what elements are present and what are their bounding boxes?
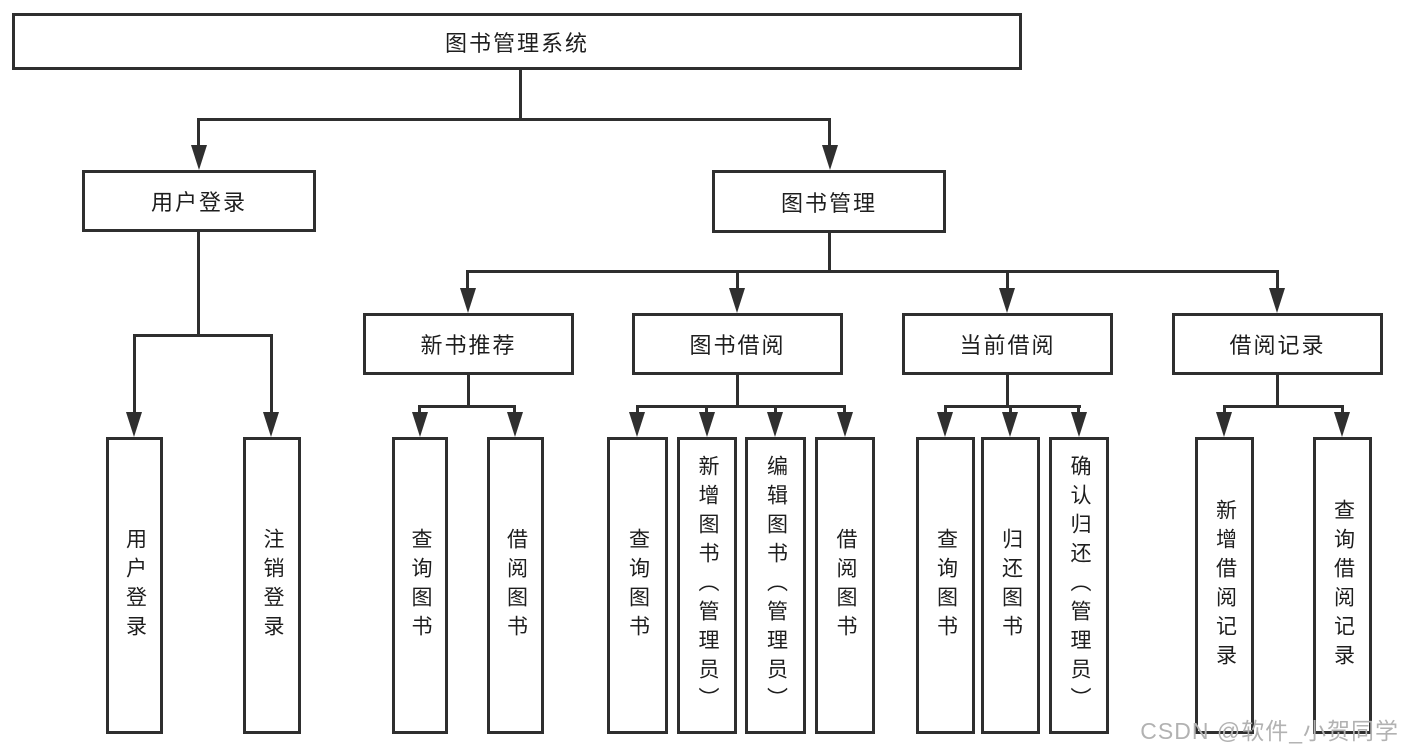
arrowhead-down-icon: [1269, 288, 1285, 313]
connector-line: [828, 233, 831, 273]
watermark: CSDN @软件_小贺同学: [1140, 718, 1399, 744]
connector-line: [1077, 405, 1080, 417]
node-book-borrow: 图书借阅: [632, 313, 843, 375]
connector-line: [133, 334, 273, 337]
leaf-query-borrow-record-label: 查询借阅记录: [1331, 498, 1355, 673]
node-new-book-recommend-label: 新书推荐: [420, 333, 517, 358]
leaf-query-books-borrow: 查询图书: [607, 437, 668, 734]
arrowhead-down-icon: [1216, 412, 1232, 437]
arrowhead-down-icon: [460, 288, 476, 313]
connector-line: [705, 405, 708, 417]
leaf-edit-book-admin: 编辑图书（管理员）: [745, 437, 806, 734]
leaf-add-borrow-record: 新增借阅记录: [1195, 437, 1254, 734]
connector-line: [197, 118, 200, 148]
arrowhead-down-icon: [767, 412, 783, 437]
connector-line: [774, 405, 777, 417]
arrowhead-down-icon: [412, 412, 428, 437]
connector-line: [944, 405, 947, 417]
leaf-query-books-current-label: 查询图书: [934, 527, 958, 644]
connector-line: [736, 270, 739, 292]
leaf-logout: 注销登录: [243, 437, 301, 734]
leaf-user-login-label: 用户登录: [123, 527, 147, 644]
leaf-borrow-books-label: 借阅图书: [834, 527, 857, 644]
arrowhead-down-icon: [126, 412, 142, 437]
leaf-query-borrow-record: 查询借阅记录: [1313, 437, 1372, 734]
connector-line: [1006, 375, 1009, 408]
leaf-query-books-recommend: 查询图书: [392, 437, 448, 734]
arrowhead-down-icon: [191, 145, 207, 170]
arrowhead-down-icon: [1334, 412, 1350, 437]
leaf-user-login: 用户登录: [106, 437, 163, 734]
connector-line: [1276, 270, 1279, 292]
connector-line: [944, 405, 1081, 408]
leaf-add-book-admin: 新增图书（管理员）: [677, 437, 737, 734]
leaf-confirm-return-admin: 确认归还（管理员）: [1049, 437, 1109, 734]
node-book-management: 图书管理: [712, 170, 946, 233]
connector-line: [197, 232, 200, 336]
connector-line: [636, 405, 639, 417]
leaf-logout-label: 注销登录: [261, 527, 284, 644]
leaf-return-book: 归还图书: [981, 437, 1040, 734]
connector-line: [1006, 270, 1009, 292]
leaf-query-books-recommend-label: 查询图书: [409, 527, 432, 644]
connector-line: [636, 405, 846, 408]
connector-line: [736, 375, 739, 408]
connector-line: [418, 405, 516, 408]
leaf-borrow-books: 借阅图书: [815, 437, 875, 734]
node-user-login: 用户登录: [82, 170, 316, 232]
connector-line: [1223, 405, 1344, 408]
leaf-borrow-books-recommend-label: 借阅图书: [504, 527, 528, 644]
connector-line: [270, 334, 273, 416]
arrowhead-down-icon: [1002, 412, 1018, 437]
leaf-query-books-borrow-label: 查询图书: [626, 527, 650, 644]
arrowhead-down-icon: [629, 412, 645, 437]
leaf-add-borrow-record-label: 新增借阅记录: [1213, 498, 1237, 673]
connector-line: [519, 70, 522, 120]
connector-line: [133, 334, 136, 416]
node-root-label: 图书管理系统: [444, 30, 589, 56]
leaf-return-book-label: 归还图书: [999, 527, 1023, 644]
arrowhead-down-icon: [999, 288, 1015, 313]
arrowhead-down-icon: [263, 412, 279, 437]
connector-line: [418, 405, 421, 417]
connector-line: [828, 118, 831, 148]
node-borrow-record: 借阅记录: [1172, 313, 1383, 375]
connector-line: [197, 118, 831, 121]
connector-line: [466, 270, 1279, 273]
arrowhead-down-icon: [937, 412, 953, 437]
connector-line: [1009, 405, 1012, 417]
node-user-login-label: 用户登录: [150, 190, 247, 215]
connector-line: [843, 405, 846, 417]
connector-line: [466, 270, 469, 292]
node-root: 图书管理系统: [12, 13, 1022, 70]
connector-line: [513, 405, 516, 417]
arrowhead-down-icon: [507, 412, 523, 437]
leaf-confirm-return-admin-label: 确认归还（管理员）: [1068, 455, 1091, 716]
arrowhead-down-icon: [699, 412, 715, 437]
connector-line: [1276, 375, 1279, 408]
node-borrow-record-label: 借阅记录: [1229, 333, 1326, 358]
arrowhead-down-icon: [729, 288, 745, 313]
leaf-query-books-current: 查询图书: [916, 437, 975, 734]
connector-line: [1223, 405, 1226, 417]
leaf-edit-book-admin-label: 编辑图书（管理员）: [764, 455, 788, 716]
node-book-borrow-label: 图书借阅: [689, 333, 786, 358]
arrowhead-down-icon: [837, 412, 853, 437]
leaf-add-book-admin-label: 新增图书（管理员）: [696, 455, 719, 716]
node-current-borrow: 当前借阅: [902, 313, 1113, 375]
arrowhead-down-icon: [1071, 412, 1087, 437]
node-new-book-recommend: 新书推荐: [363, 313, 574, 375]
connector-line: [1341, 405, 1344, 417]
node-current-borrow-label: 当前借阅: [959, 333, 1056, 358]
arrowhead-down-icon: [822, 145, 838, 170]
connector-line: [467, 375, 470, 408]
leaf-borrow-books-recommend: 借阅图书: [487, 437, 544, 734]
node-book-management-label: 图书管理: [780, 190, 877, 216]
